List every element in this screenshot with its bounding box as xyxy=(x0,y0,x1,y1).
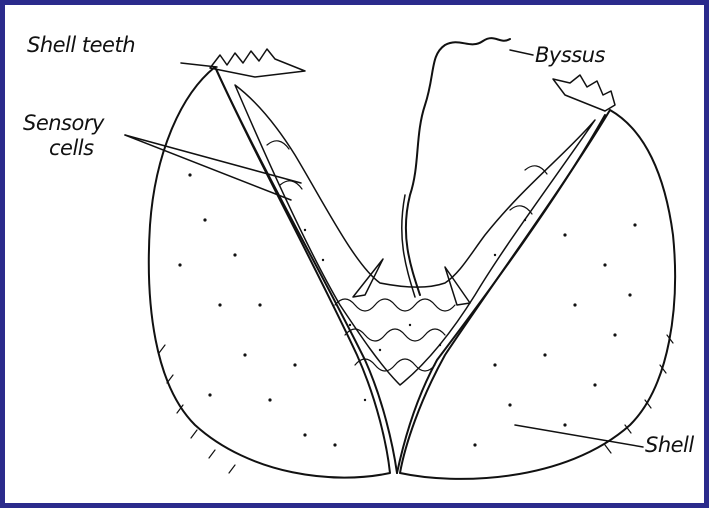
left-shell-valve xyxy=(149,67,390,478)
label-sensory-line1: Sensory xyxy=(23,113,104,134)
label-sensory-cells: Sensory cells xyxy=(23,113,104,159)
left-shell-inner-edge xyxy=(217,71,397,473)
leader-shell xyxy=(515,425,643,447)
byssus-thread xyxy=(406,38,510,295)
leader-byssus xyxy=(510,50,533,55)
label-shell: Shell xyxy=(645,435,694,456)
left-shell-teeth xyxy=(210,49,305,77)
right-shell-teeth xyxy=(553,75,615,111)
right-shell-inner-edge xyxy=(397,115,605,473)
right-shell-valve xyxy=(400,110,675,479)
label-sensory-line2: cells xyxy=(49,138,104,159)
body-tissue xyxy=(235,85,595,385)
leader-sensory-2 xyxy=(125,135,291,200)
leader-sensory-1 xyxy=(125,135,301,183)
label-shell-teeth: Shell teeth xyxy=(27,35,135,56)
mussel-diagram xyxy=(5,5,709,508)
left-sensory-spike xyxy=(353,259,383,297)
label-byssus: Byssus xyxy=(535,45,605,66)
